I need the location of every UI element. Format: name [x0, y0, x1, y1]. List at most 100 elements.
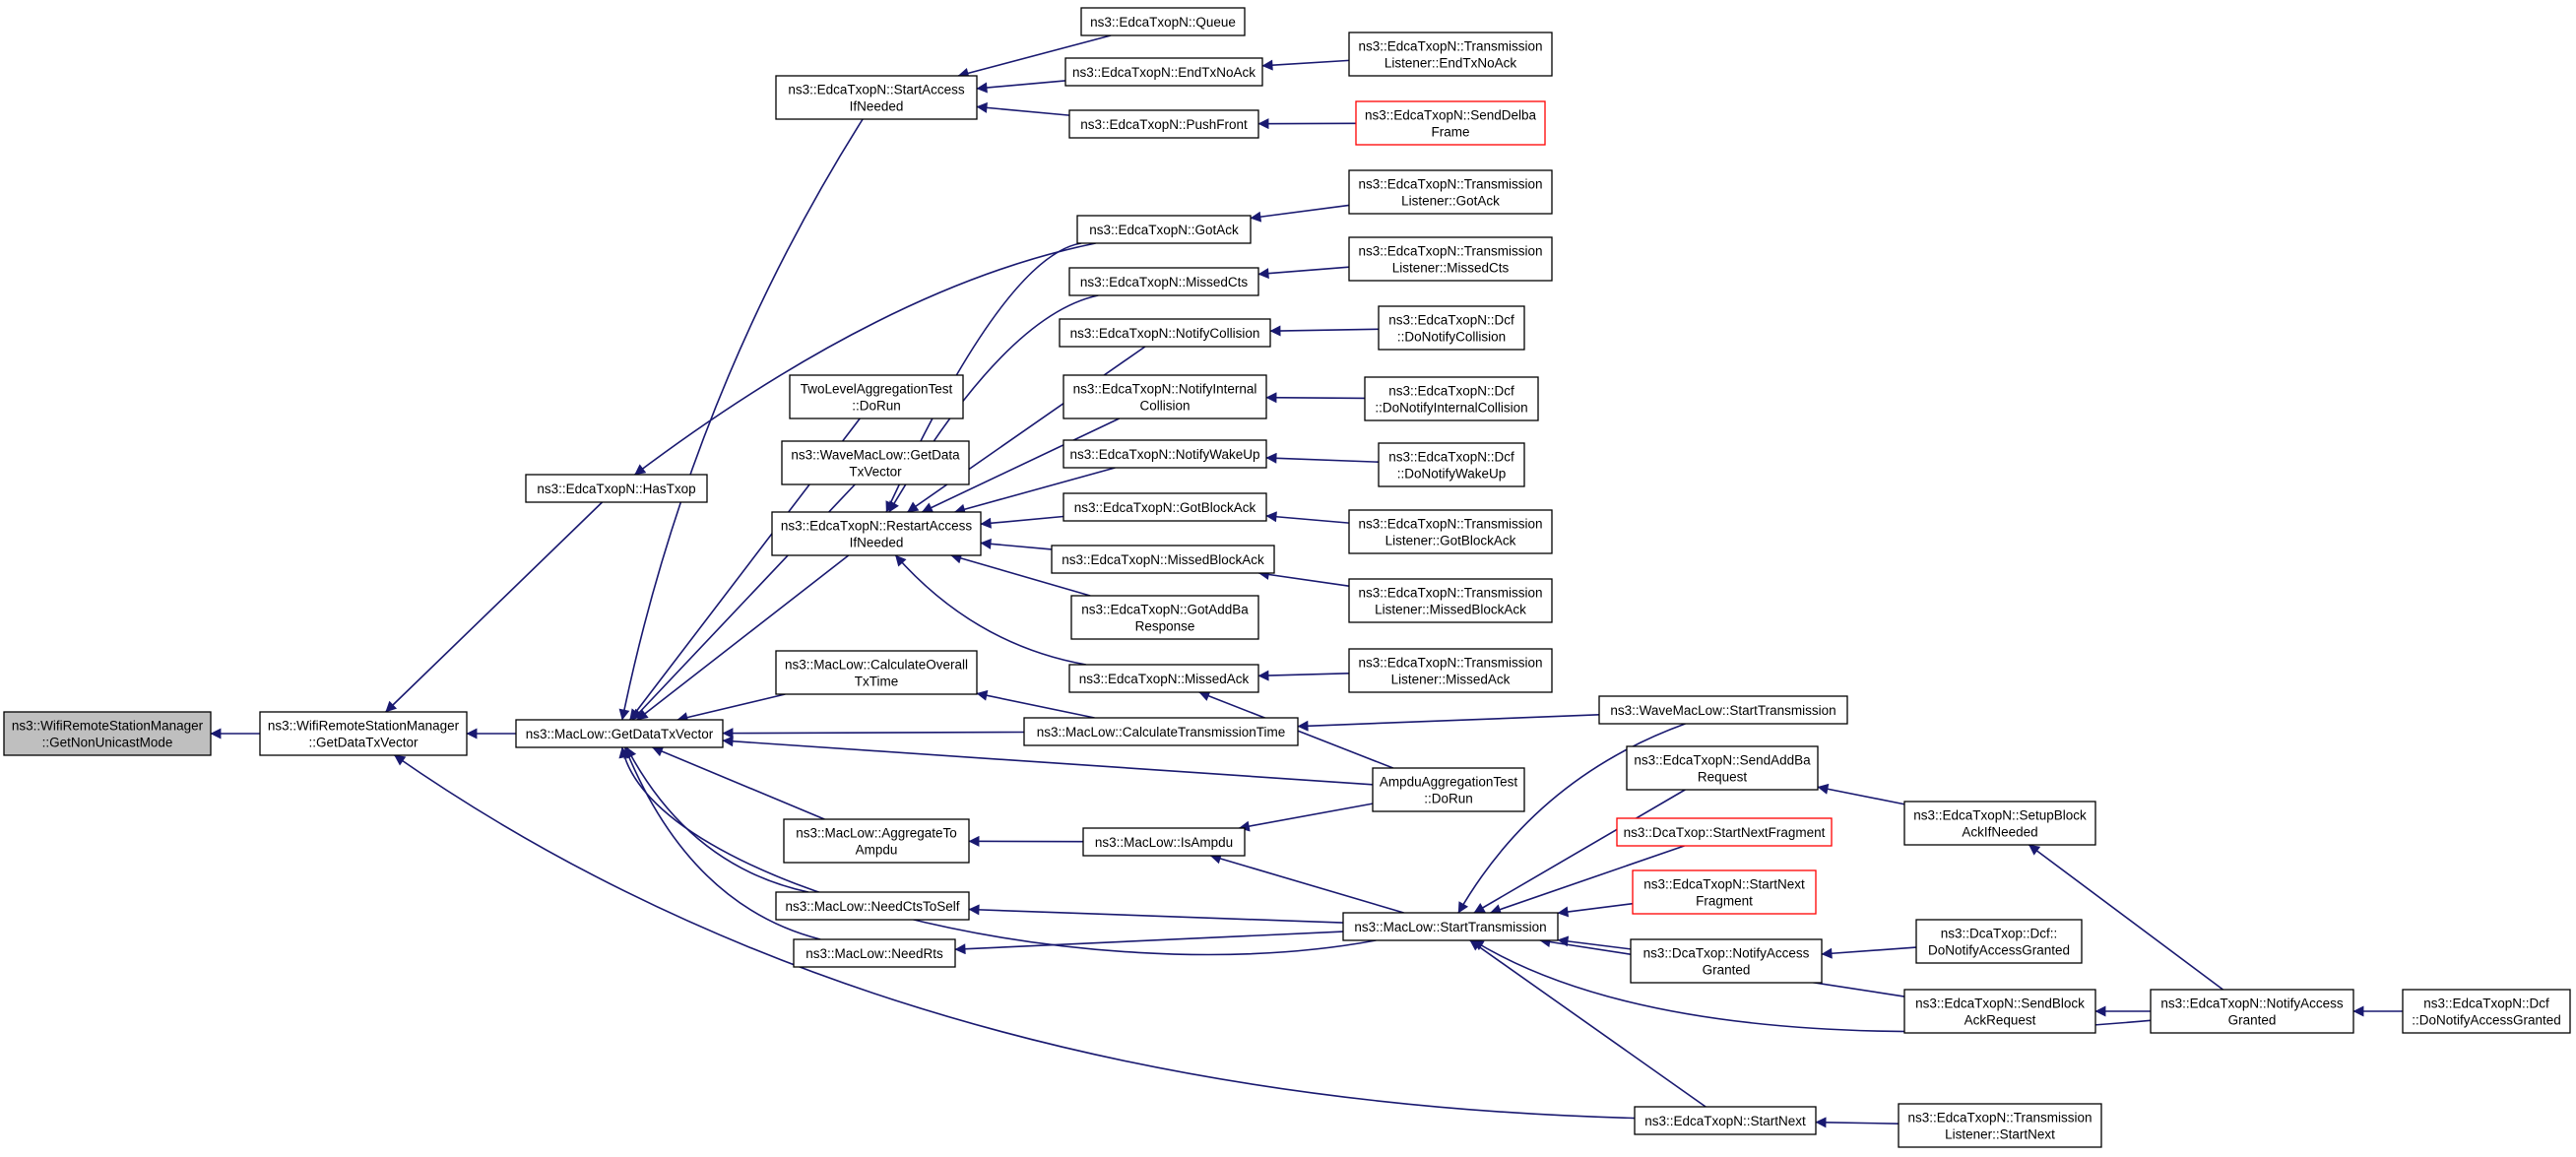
- node-label: ::GetDataTxVector: [308, 736, 419, 750]
- node-label: AckIfNeeded: [1962, 825, 2037, 840]
- node-label: TxTime: [855, 675, 899, 689]
- node-label: ns3::EdcaTxopN::SendDelba: [1365, 108, 1537, 123]
- node-getNonUnicastMode[interactable]: ns3::WifiRemoteStationManager::GetNonUni…: [3, 711, 212, 756]
- node-isAmpdu[interactable]: ns3::MacLow::IsAmpdu: [1082, 827, 1246, 857]
- node-startNext[interactable]: ns3::EdcaTxopN::StartNext: [1634, 1106, 1817, 1135]
- edge-gotAddBaResponse-to-restartAccessIfNeeded: [950, 552, 1091, 597]
- node-box: [1372, 767, 1525, 812]
- node-label: Listener::MissedCts: [1392, 261, 1510, 276]
- node-startTransmission[interactable]: ns3::MacLow::StartTransmission: [1342, 912, 1559, 941]
- node-tlEndTxNoAck[interactable]: ns3::EdcaTxopN::TransmissionListener::En…: [1348, 32, 1553, 77]
- node-ampduDoRun[interactable]: AmpduAggregationTest::DoRun: [1372, 767, 1525, 812]
- node-wrsmGetDataTxVector[interactable]: ns3::WifiRemoteStationManager::GetDataTx…: [259, 711, 468, 756]
- node-label: ns3::DcaTxop::Dcf::: [1941, 927, 2058, 941]
- node-box: [1355, 100, 1546, 146]
- node-notifyInternalCollision[interactable]: ns3::EdcaTxopN::NotifyInternalCollision: [1063, 374, 1267, 419]
- node-box: [1059, 318, 1271, 348]
- edge-setupBlockAckIfNeeded-to-sendAddBaRequest: [1817, 783, 1905, 805]
- node-label: ns3::EdcaTxopN::Transmission: [1358, 244, 1542, 259]
- node-missedAck[interactable]: ns3::EdcaTxopN::MissedAck: [1068, 664, 1259, 693]
- node-label: Fragment: [1696, 894, 1753, 909]
- node-gotBlockAck[interactable]: ns3::EdcaTxopN::GotBlockAck: [1063, 492, 1267, 522]
- node-label: ns3::EdcaTxopN::NotifyWakeUp: [1069, 447, 1259, 462]
- node-box: [771, 511, 982, 556]
- edge-waveStartTransmission-to-startTransmission: [1457, 723, 1686, 914]
- edge-notifyCollision-to-restartAccessIfNeeded: [907, 346, 1146, 513]
- node-tlMissedCts[interactable]: ns3::EdcaTxopN::TransmissionListener::Mi…: [1348, 236, 1553, 282]
- edge-calcTransmissionTime-to-macLowGetDataTxVector: [722, 728, 1025, 739]
- node-endTxNoAck[interactable]: ns3::EdcaTxopN::EndTxNoAck: [1064, 57, 1263, 87]
- node-edcaNotifyAccessGranted[interactable]: ns3::EdcaTxopN::NotifyAccessGranted: [2150, 989, 2354, 1034]
- node-dcfDoNotifyCollision[interactable]: ns3::EdcaTxopN::Dcf::DoNotifyCollision: [1378, 305, 1525, 351]
- node-dcfDoNotifyWakeUp[interactable]: ns3::EdcaTxopN::Dcf::DoNotifyWakeUp: [1378, 442, 1525, 487]
- node-dcaDcfDoNotifyAccessGranted[interactable]: ns3::DcaTxop::Dcf::DoNotifyAccessGranted: [1915, 919, 2083, 964]
- node-calcTransmissionTime[interactable]: ns3::MacLow::CalculateTransmissionTime: [1023, 717, 1299, 746]
- node-notifyCollision[interactable]: ns3::EdcaTxopN::NotifyCollision: [1059, 318, 1271, 348]
- node-edcaDcfDoNotifyAccessGranted[interactable]: ns3::EdcaTxopN::Dcf::DoNotifyAccessGrant…: [2402, 989, 2571, 1034]
- node-label: IfNeeded: [850, 99, 904, 114]
- node-box: [1348, 236, 1553, 282]
- node-dcaNotifyAccessGranted[interactable]: ns3::DcaTxop::NotifyAccessGranted: [1630, 938, 1823, 984]
- node-pushFront[interactable]: ns3::EdcaTxopN::PushFront: [1068, 109, 1259, 139]
- node-label: ns3::MacLow::CalculateOverall: [785, 658, 968, 673]
- node-tlGotBlockAck[interactable]: ns3::EdcaTxopN::TransmissionListener::Go…: [1348, 509, 1553, 554]
- node-queue[interactable]: ns3::EdcaTxopN::Queue: [1080, 7, 1246, 36]
- edge-gotBlockAck-to-restartAccessIfNeeded: [980, 515, 1064, 529]
- node-label: ns3::EdcaTxopN::PushFront: [1080, 117, 1248, 132]
- node-box: [525, 474, 708, 503]
- node-box: [1348, 169, 1553, 215]
- node-label: ns3::EdcaTxopN::Transmission: [1358, 177, 1542, 192]
- node-tlStartNext[interactable]: ns3::EdcaTxopN::TransmissionListener::St…: [1898, 1103, 2102, 1148]
- node-missedBlockAck[interactable]: ns3::EdcaTxopN::MissedBlockAck: [1051, 545, 1275, 574]
- node-needRts[interactable]: ns3::MacLow::NeedRts: [793, 938, 956, 968]
- node-label: ns3::EdcaTxopN::StartAccess: [788, 83, 965, 97]
- node-box: [1051, 545, 1275, 574]
- node-dcfDoNotifyInternalCollision[interactable]: ns3::EdcaTxopN::Dcf::DoNotifyInternalCol…: [1364, 376, 1539, 421]
- node-startNextFragmentDca[interactable]: ns3::DcaTxop::StartNextFragment: [1616, 817, 1833, 847]
- node-layer: ns3::WifiRemoteStationManager::GetNonUni…: [3, 7, 2571, 1148]
- node-needCtsToSelf[interactable]: ns3::MacLow::NeedCtsToSelf: [775, 891, 970, 921]
- node-label: ns3::WifiRemoteStationManager: [268, 719, 460, 734]
- node-box: [2150, 989, 2354, 1034]
- node-label: ns3::EdcaTxopN::GotAddBa: [1081, 603, 1249, 617]
- node-label: TxVector: [849, 465, 902, 480]
- node-label: Request: [1698, 770, 1748, 785]
- node-label: Granted: [2228, 1013, 2277, 1028]
- edge-tlStartNext-to-startNext: [1815, 1117, 1900, 1128]
- edge-dcaNotifyAccessGranted-to-startTransmission: [1557, 935, 1632, 950]
- edge-notifyInternalCollision-to-restartAccessIfNeeded: [921, 418, 1120, 513]
- node-label: Ampdu: [856, 843, 898, 858]
- node-notifyWakeUp[interactable]: ns3::EdcaTxopN::NotifyWakeUp: [1063, 439, 1267, 469]
- node-twoLevelDoRun[interactable]: TwoLevelAggregationTest::DoRun: [789, 374, 964, 419]
- node-tlMissedBlockAck[interactable]: ns3::EdcaTxopN::TransmissionListener::Mi…: [1348, 578, 1553, 623]
- node-waveGetDataTxVector[interactable]: ns3::WaveMacLow::GetDataTxVector: [781, 440, 970, 485]
- node-label: ns3::EdcaTxopN::GotBlockAck: [1074, 500, 1256, 515]
- node-tlGotAck[interactable]: ns3::EdcaTxopN::TransmissionListener::Go…: [1348, 169, 1553, 215]
- node-label: ns3::EdcaTxopN::StartNext: [1644, 1114, 1806, 1128]
- node-label: ns3::EdcaTxopN::NotifyAccess: [2160, 996, 2344, 1011]
- node-macLowGetDataTxVector[interactable]: ns3::MacLow::GetDataTxVector: [515, 719, 724, 748]
- node-tlMissedAck[interactable]: ns3::EdcaTxopN::TransmissionListener::Mi…: [1348, 648, 1553, 693]
- node-startNextFragmentEdca[interactable]: ns3::EdcaTxopN::StartNextFragment: [1632, 869, 1817, 915]
- node-waveStartTransmission[interactable]: ns3::WaveMacLow::StartTransmission: [1598, 695, 1848, 725]
- node-gotAck[interactable]: ns3::EdcaTxopN::GotAck: [1076, 215, 1252, 244]
- node-label: ::DoNotifyInternalCollision: [1375, 401, 1527, 416]
- node-missedCts[interactable]: ns3::EdcaTxopN::MissedCts: [1068, 267, 1259, 296]
- node-label: IfNeeded: [850, 536, 904, 550]
- node-label: ns3::MacLow::AggregateTo: [796, 826, 957, 841]
- node-box: [259, 711, 468, 756]
- node-label: ns3::EdcaTxopN::Queue: [1090, 15, 1236, 30]
- node-hasTxop[interactable]: ns3::EdcaTxopN::HasTxop: [525, 474, 708, 503]
- edge-dcaDcfDoNotifyAccessGranted-to-dcaNotifyAccessGranted: [1821, 946, 1917, 959]
- node-box: [1080, 7, 1246, 36]
- node-label: ns3::EdcaTxopN::Dcf: [2423, 996, 2549, 1011]
